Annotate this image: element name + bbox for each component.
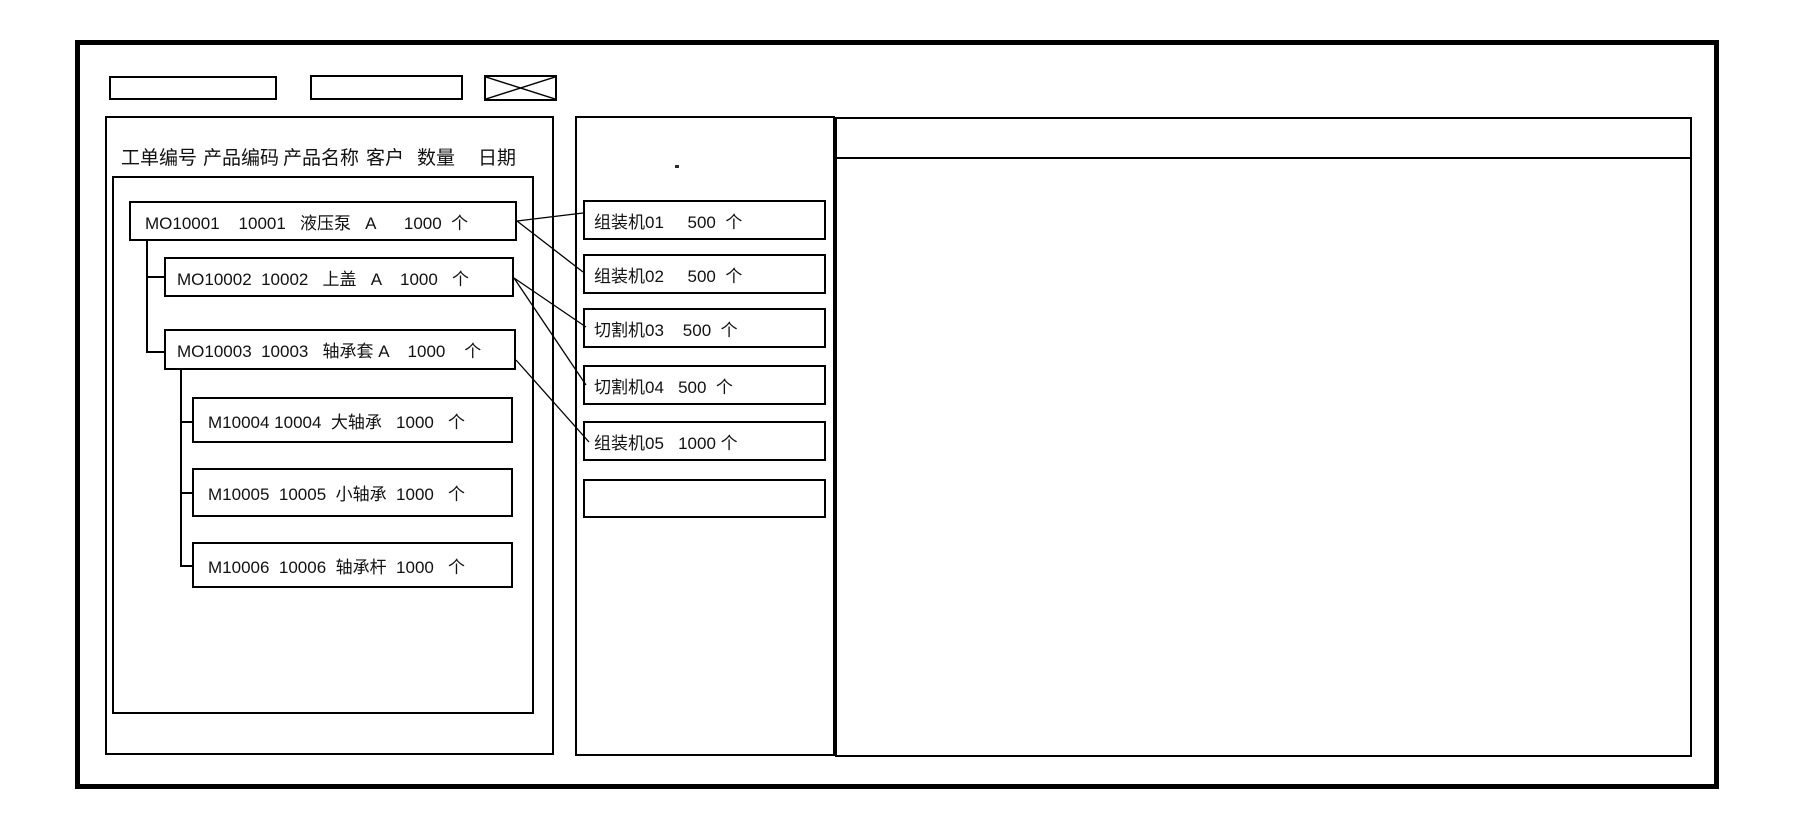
machine-card-label: 组装机02 500 个 (594, 266, 743, 286)
toolbar-field-a[interactable] (109, 76, 277, 100)
schedule-panel (835, 117, 1692, 757)
machine-card-qgj04[interactable]: 切割机04 500 个 (583, 365, 826, 405)
order-card-label: MO10001 10001 液压泵 A 1000 个 (145, 213, 469, 233)
order-card-m10004[interactable]: M10004 10004 大轴承 1000 个 (192, 397, 513, 443)
orders-header: 工单编号 产品编码 产品名称 客户 数量 日期 (0, 143, 554, 169)
machine-card-qgj03[interactable]: 切割机03 500 个 (583, 308, 826, 348)
order-card-m10006[interactable]: M10006 10006 轴承杆 1000 个 (192, 542, 513, 588)
order-card-m10005[interactable]: M10005 10005 小轴承 1000 个 (192, 468, 513, 517)
machine-card-label: 组装机05 1000 个 (594, 433, 738, 453)
machine-card-empty[interactable] (583, 479, 826, 518)
machine-card-label: 切割机04 500 个 (594, 377, 733, 397)
col-customer: 客户 (366, 148, 405, 169)
tree-connector-h-m10006 (180, 565, 192, 567)
tree-connector-h-m10004 (180, 421, 192, 423)
machine-card-zzj02[interactable]: 组装机02 500 个 (583, 254, 826, 294)
tree-connector-h-m10005 (180, 492, 192, 494)
col-qty: 数量 (417, 148, 456, 169)
machine-card-label: 组装机01 500 个 (594, 212, 743, 232)
col-product-code: 产品编码 (203, 148, 280, 169)
toolbar-field-b[interactable] (310, 75, 463, 100)
stray-dot (675, 165, 679, 168)
schedule-divider-line (836, 157, 1691, 159)
order-card-mo10003[interactable]: MO10003 10003 轴承套 A 1000 个 (164, 329, 516, 370)
tree-connector-v2 (180, 370, 182, 567)
x-cross-icon (486, 77, 555, 99)
tree-connector-h-mo10003 (146, 351, 164, 353)
order-card-label: M10006 10006 轴承杆 1000 个 (208, 557, 466, 577)
order-card-mo10001[interactable]: MO10001 10001 液压泵 A 1000 个 (129, 201, 517, 241)
order-card-mo10002[interactable]: MO10002 10002 上盖 A 1000 个 (164, 257, 514, 297)
machine-card-label: 切割机03 500 个 (594, 320, 738, 340)
machine-card-zzj01[interactable]: 组装机01 500 个 (583, 200, 826, 240)
machine-card-zzj05[interactable]: 组装机05 1000 个 (583, 421, 826, 461)
image-placeholder-box[interactable] (484, 75, 557, 101)
col-order-no: 工单编号 (121, 148, 198, 169)
order-card-label: MO10002 10002 上盖 A 1000 个 (177, 269, 469, 289)
order-card-label: M10005 10005 小轴承 1000 个 (208, 485, 466, 504)
col-product-name: 产品名称 (283, 148, 360, 169)
order-card-label: M10004 10004 大轴承 1000 个 (208, 412, 466, 432)
order-card-label: MO10003 10003 轴承套 A 1000 个 (177, 342, 482, 361)
tree-connector-v1 (146, 241, 148, 353)
col-date: 日期 (478, 148, 517, 169)
tree-connector-h-mo10002 (146, 276, 164, 278)
